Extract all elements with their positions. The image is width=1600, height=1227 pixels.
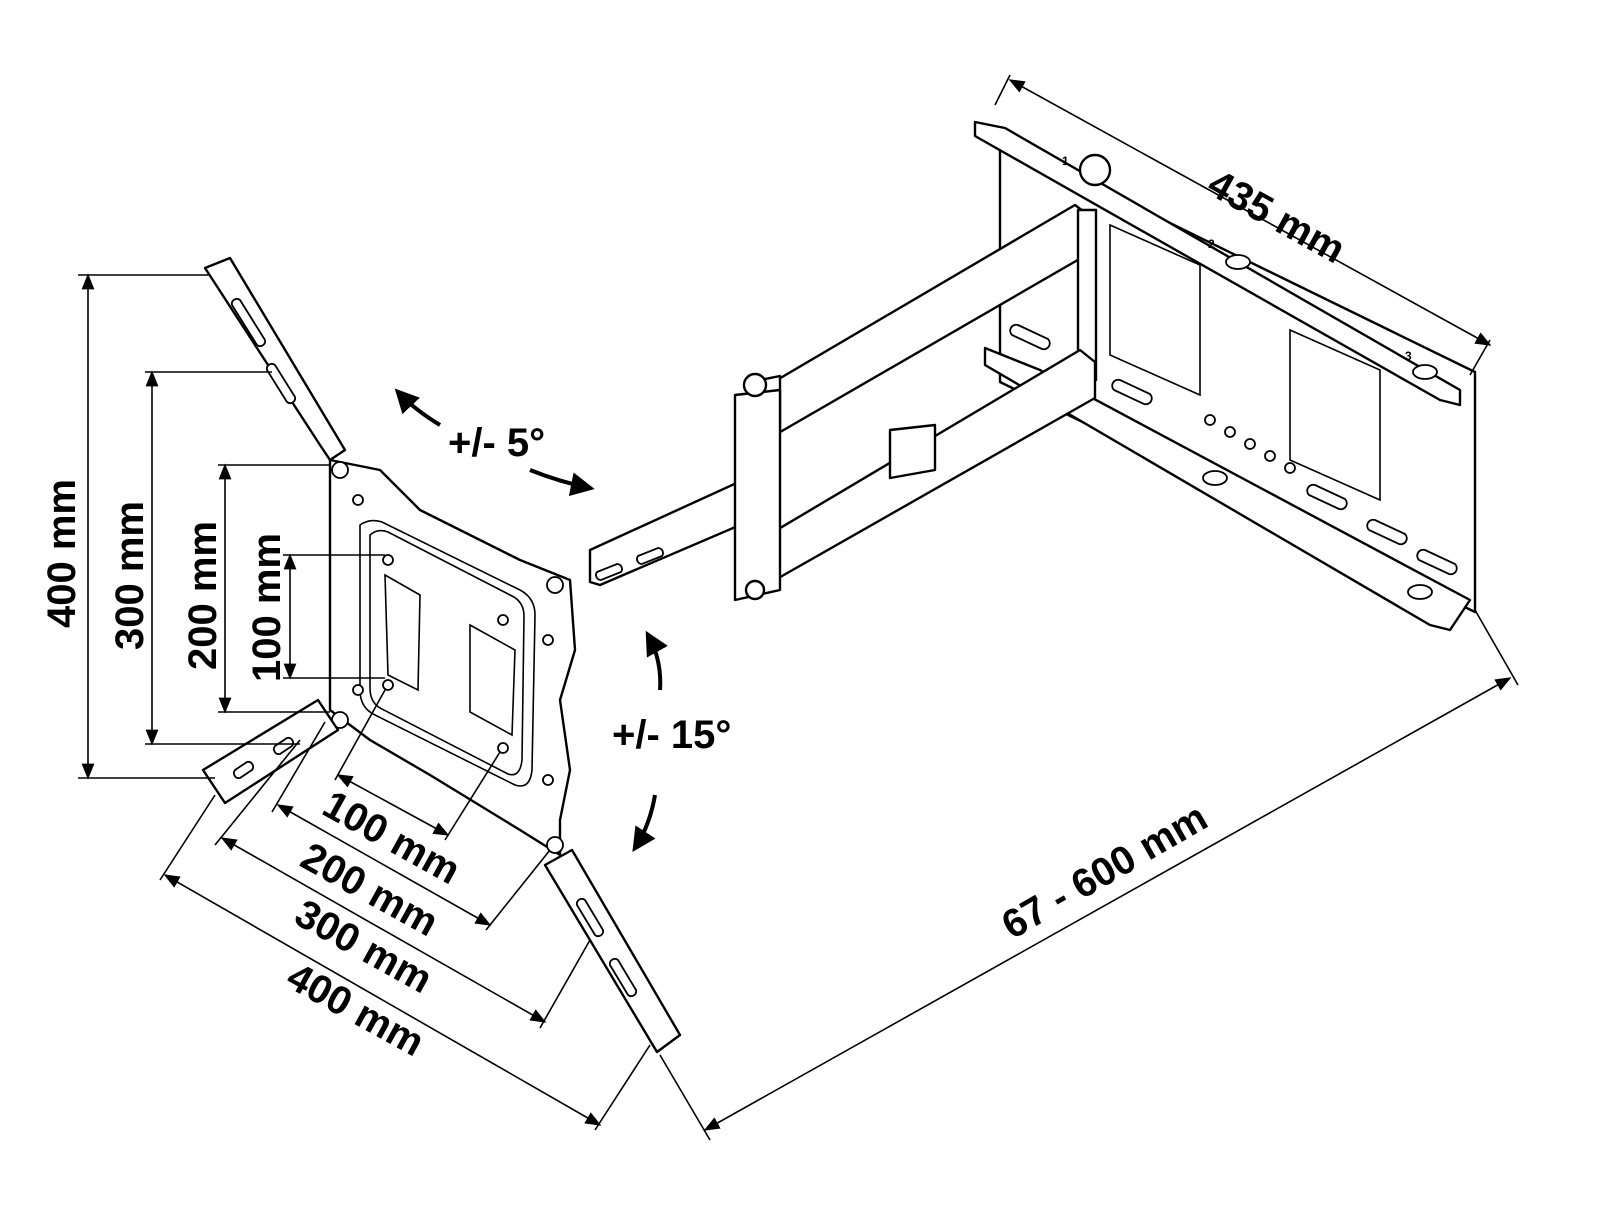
articulating-arms [588, 203, 1098, 602]
rail-mark-3: 3 [1405, 349, 1412, 363]
label-67-600mm: 67 - 600 mm [995, 795, 1215, 948]
tilt-arrow-up-icon [394, 388, 442, 427]
rotation-arrows [394, 388, 668, 853]
vesa-bracket-arms [201, 256, 682, 1054]
vesa-plate [328, 458, 577, 857]
rail-mark-2: 2 [1208, 237, 1215, 251]
label-vertical-100mm: 100 mm [245, 533, 289, 682]
rail-mark-1: 1 [1062, 154, 1069, 168]
tilt-arrow-down-icon [529, 468, 595, 496]
label-vertical-400mm: 400 mm [40, 479, 84, 628]
swivel-arrow-down-icon [632, 794, 657, 853]
label-vertical-300mm: 300 mm [108, 501, 152, 650]
label-tilt-angle: +/- 5° [448, 421, 545, 465]
label-vertical-200mm: 200 mm [181, 521, 225, 670]
label-swivel-angle: +/- 15° [612, 713, 731, 757]
dimension-lines [78, 74, 1519, 1141]
swivel-arrow-up-icon [645, 630, 668, 691]
